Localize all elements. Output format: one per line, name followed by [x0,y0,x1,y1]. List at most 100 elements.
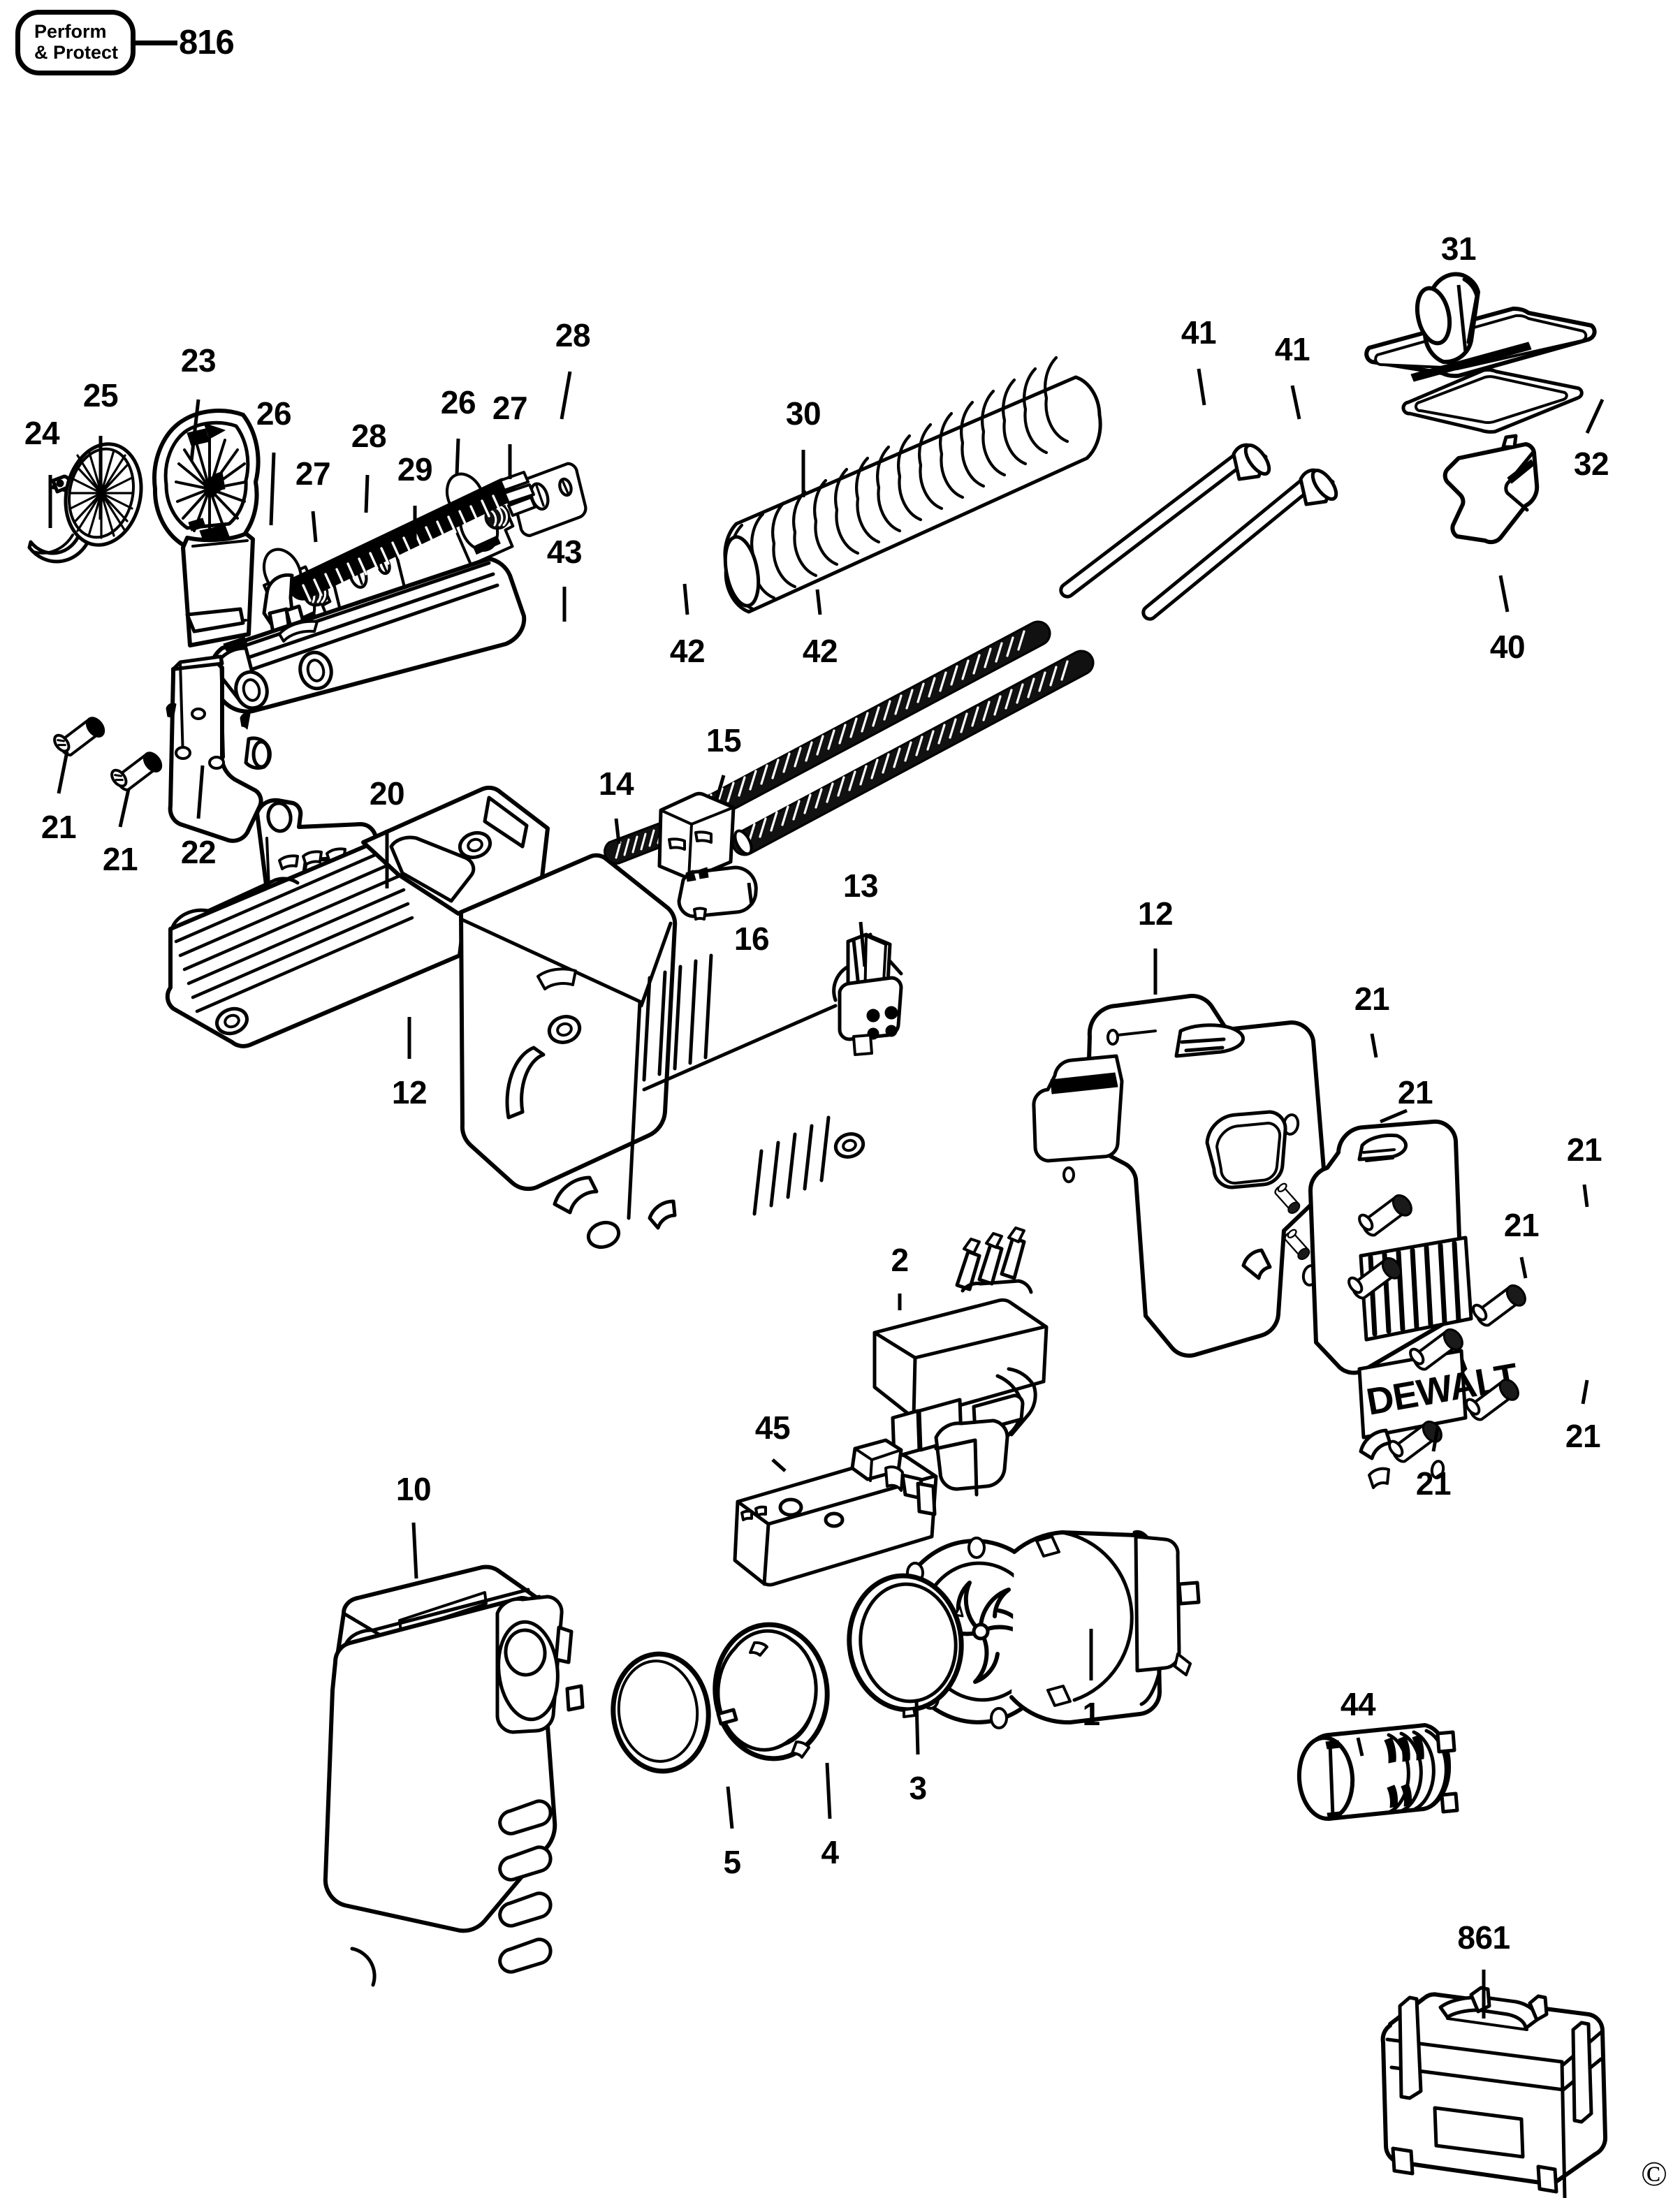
part-41-long-screw-a [1059,443,1271,599]
part-3-motor-retaining-ring [847,1573,964,1718]
leader-21 [1380,1108,1408,1124]
perform-protect-badge: Perform & Protect 816 [15,10,235,76]
leader-21 [1581,1379,1589,1405]
part-42-coil-spring-a [666,620,1051,838]
callout-24: 24 [24,415,60,451]
badge-line2: & Protect [34,42,119,64]
part-14-compression-spring [604,821,675,865]
callout-40: 40 [1489,629,1526,665]
callout-45: 45 [754,1409,791,1446]
leader-13 [859,921,867,967]
leader-41 [1290,385,1301,420]
part-22-clamp-bracket [166,654,272,843]
part-21-screw-left-a [47,710,112,761]
leader-45 [771,1458,787,1472]
leader-21 [57,751,69,794]
leader-15 [715,775,726,800]
callout-20: 20 [369,775,405,812]
leader-4 [825,1762,832,1819]
callout-21: 21 [1354,981,1390,1017]
leader-26 [269,452,276,526]
part-21-screw-r3 [1466,1278,1534,1331]
badge-line1: Perform [34,21,107,42]
callout-30: 30 [785,395,821,432]
leader-32 [1585,398,1605,434]
callout-31: 31 [1440,230,1477,267]
callout-4: 4 [821,1834,839,1870]
callout-28: 28 [351,418,387,454]
part-40-deflector-vane [1442,434,1540,545]
leader-21 [118,789,131,828]
part-41-long-screw-b [1141,468,1338,621]
part-10-dust-bag-canister [323,1565,585,1987]
part-16-switch-cover [677,865,758,921]
badge-leader-line [136,40,178,45]
callout-42: 42 [669,633,706,669]
callout-3: 3 [909,1770,927,1806]
callout-21: 21 [102,841,138,877]
leader-27 [311,511,318,543]
leader-21 [1370,1033,1378,1058]
leader-21 [1519,1256,1528,1279]
callout-5: 5 [723,1844,741,1880]
leader-22 [196,765,205,819]
callout-14: 14 [598,765,634,802]
callout-42: 42 [802,633,838,669]
callout-15: 15 [706,722,742,759]
callout-23: 23 [180,342,217,379]
part-32-filter-gasket [1401,368,1584,434]
callout-16: 16 [733,921,770,957]
callout-12: 12 [391,1074,428,1111]
callout-21: 21 [41,809,77,845]
callout-26: 26 [440,384,476,420]
leader-14 [614,818,621,844]
part-13-terminal-block [838,932,903,1056]
leader-42 [815,589,822,615]
callout-13: 13 [842,867,879,904]
callout-12: 12 [1137,895,1174,932]
leader-28 [364,474,370,513]
part-4-brush-holder-ring [713,1622,830,1761]
callout-21: 21 [1565,1418,1601,1454]
callout-10: 10 [395,1471,432,1507]
leader-23 [189,399,200,462]
part-31-filter-cover [1364,272,1597,382]
callout-41: 41 [1181,314,1217,351]
part-25-filter-disc [64,442,143,547]
badge-code: 816 [179,24,235,62]
callout-32: 32 [1573,446,1609,482]
callout-21: 21 [1566,1131,1602,1168]
leader-41 [1197,368,1206,406]
leader-21 [1431,1427,1440,1452]
part-15-cable-guard [657,791,736,880]
callout-leader-lines [48,284,1605,2019]
part-30-flex-hose-long [723,356,1102,614]
part-2-switch-assembly [872,1226,1049,1497]
leader-21 [1582,1184,1589,1208]
leader-40 [1498,575,1510,613]
callout-21: 21 [1503,1207,1540,1243]
leader-26 [455,438,460,476]
leader-31 [1456,284,1468,353]
callout-25: 25 [82,377,119,413]
callout-27: 27 [492,390,528,426]
leader-44 [1356,1737,1364,1757]
part-12-housing-half-left [165,785,903,1250]
leader-42 [682,583,689,615]
callout-1: 1 [1082,1696,1100,1732]
callout-28: 28 [555,317,591,353]
callout-26: 26 [256,395,292,432]
callout-43: 43 [546,534,583,570]
part-12-housing-half-right: DEWALT [1032,993,1521,1489]
leader-28 [560,371,572,420]
leader-10 [411,1522,418,1579]
callout-29: 29 [397,451,433,488]
callout-861: 861 [1457,1919,1510,1956]
part-861-carrying-case [1380,1986,1607,2198]
part-44-hose-coupler [1296,1723,1459,1821]
callout-22: 22 [180,834,217,870]
leader-3 [914,1701,920,1755]
callout-2: 2 [891,1242,909,1278]
